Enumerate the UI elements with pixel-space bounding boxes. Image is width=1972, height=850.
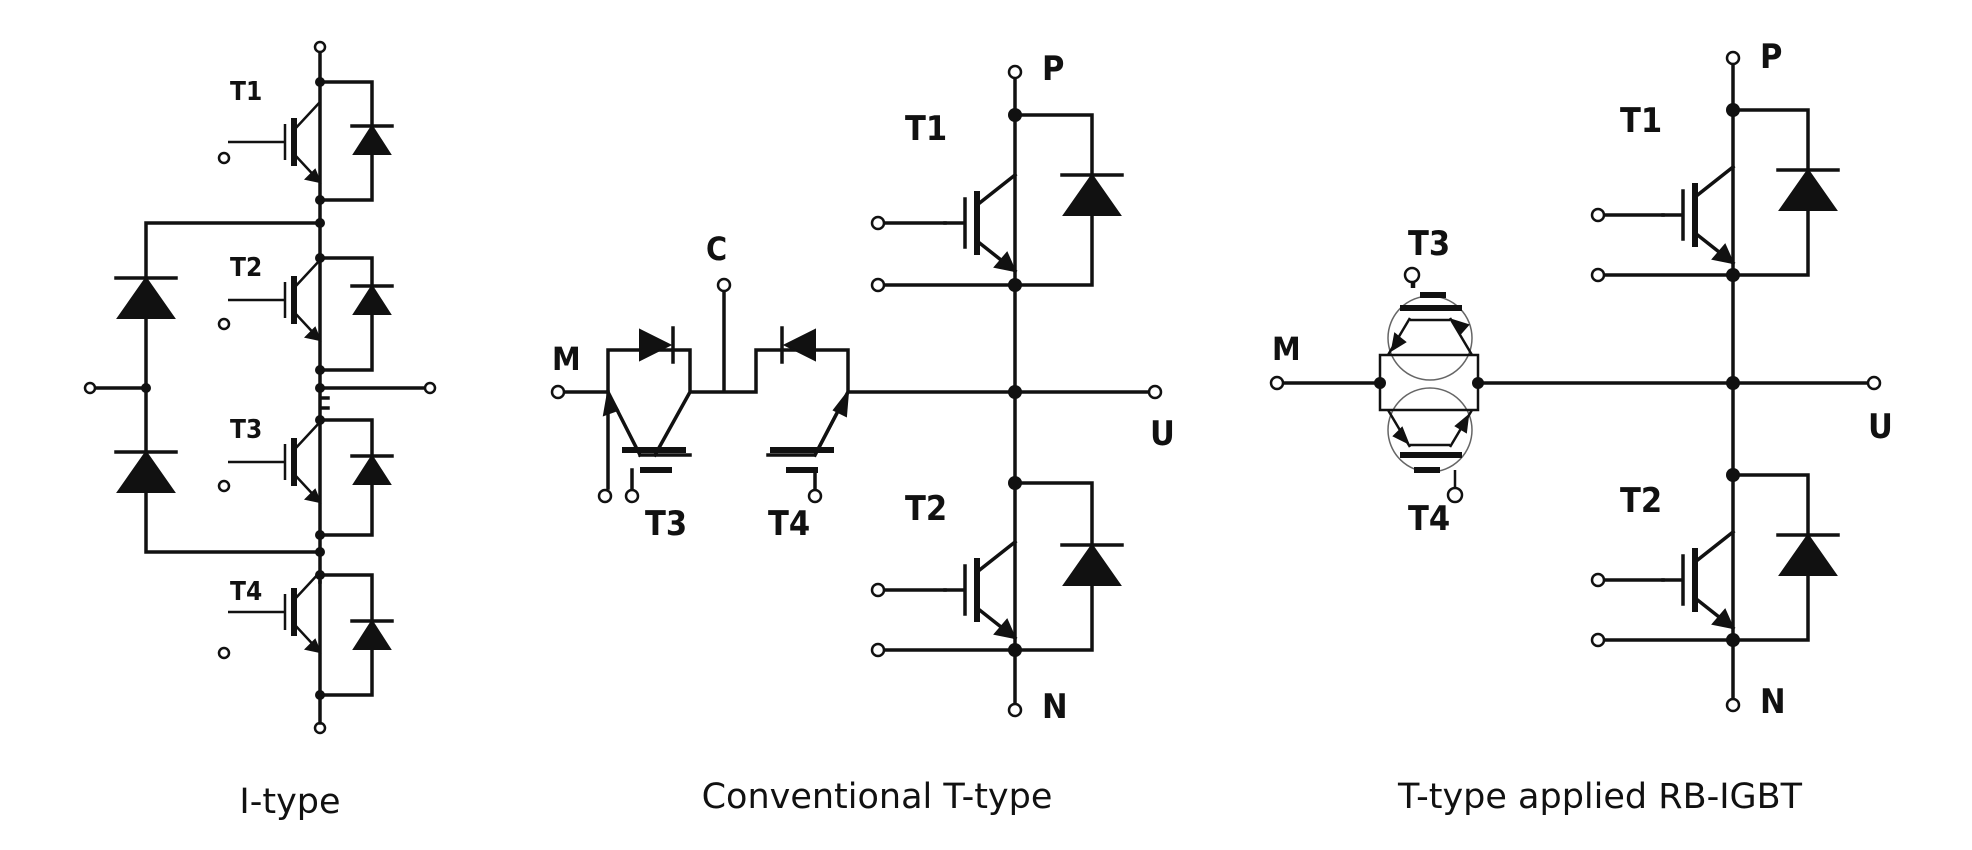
label-p: P [1042,49,1064,89]
label-m: M [1272,330,1301,368]
freewheel-diode-4 [350,619,394,651]
terminal-m [1269,375,1285,391]
freewheel-diode-t1 [1060,173,1124,217]
label-t2: T2 [230,253,262,283]
switch-t4 [766,326,851,490]
terminal-m [550,384,566,400]
panel-i-type: T1 T2 T3 T4 I-type [83,40,437,822]
caption-t-type-rb-igbt: T-type applied RB-IGBT [1397,777,1803,817]
label-t1: T1 [1620,101,1662,141]
label-u: U [1868,407,1893,447]
freewheel-diode-1 [350,124,394,156]
freewheel-diode-2 [350,284,394,316]
terminal-p [1725,50,1741,66]
terminal-neutral [83,381,97,395]
igbt-t2 [265,260,320,340]
label-u: U [1150,414,1175,454]
panel-t-type-rb-igbt: P N U M T3 T4 T1 T2 T-type applied RB-IG… [1269,37,1893,817]
conventional-wiring [563,76,1154,705]
terminal-u [1147,384,1163,400]
rb-igbt-t3 [1378,270,1480,383]
igbt-t1 [945,175,1015,271]
label-p: P [1760,37,1782,77]
label-t2: T2 [1620,481,1662,521]
caption-i-type: I-type [239,782,340,822]
freewheel-diode-t2 [1060,543,1124,587]
caption-conventional-t-type: Conventional T-type [702,777,1053,817]
clamp-diode-lower [114,450,178,494]
label-t2: T2 [905,489,947,529]
freewheel-diode-t1 [1776,168,1840,212]
igbt-t2 [945,542,1015,638]
terminal-p [1007,64,1023,80]
label-t4: T4 [230,577,262,607]
label-n: N [1042,687,1068,727]
clamp-diode-upper [114,276,178,320]
label-m: M [552,340,581,378]
label-t4: T4 [1408,499,1450,539]
rb-igbt-t4 [1378,383,1480,488]
rb-igbt-wiring [1281,58,1872,702]
terminal-n [1725,697,1741,713]
switch-t3 [602,326,692,490]
igbt-t1 [265,102,320,182]
panel-conventional-t-type: P N U M C T1 T2 T3 T4 Conventional T-typ… [550,49,1175,817]
terminal-c [716,277,732,293]
label-t1: T1 [230,77,262,107]
label-n: N [1760,682,1786,722]
label-t4: T4 [768,504,810,544]
label-c: C [706,230,727,268]
label-t3: T3 [230,415,262,445]
igbt-t2 [1663,532,1733,628]
freewheel-diode-3 [350,454,394,486]
terminal-top [313,40,327,54]
label-t1: T1 [905,109,947,149]
igbt-t1 [1663,167,1733,263]
igbt-t4 [265,572,320,652]
terminal-output [423,381,437,395]
terminal-u [1866,375,1882,391]
label-t3: T3 [1408,224,1450,264]
label-t3: T3 [645,504,687,544]
igbt-t3 [265,422,320,502]
terminal-n [1007,702,1023,718]
freewheel-diode-t2 [1776,533,1840,577]
